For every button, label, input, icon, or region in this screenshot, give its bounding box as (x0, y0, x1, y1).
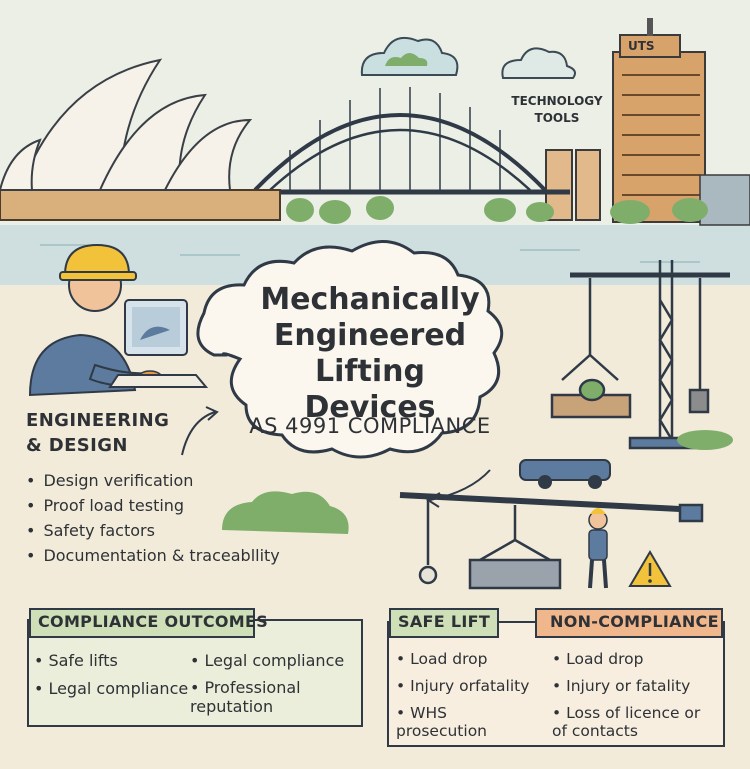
outcomes-right-list: Legal compliance Professional reputation (190, 650, 358, 716)
warning-icon (628, 550, 672, 587)
technology-tools-label: TECHNOLOGY TOOLS (502, 93, 612, 127)
page-title: Mechanically Engineered Lifting Devices (218, 282, 522, 426)
non-compliance-heading: NON-COMPLIANCE (550, 612, 719, 631)
list-item: Safe lifts (34, 650, 188, 672)
non-compliance-list: Load drop Injury or fatality Loss of lic… (552, 650, 720, 749)
truck-icon (519, 459, 611, 489)
crane-icon (550, 260, 730, 450)
list-item: Legal compliance (190, 650, 358, 672)
engineering-heading-line1: ENGINEERING (26, 410, 170, 431)
safe-lift-list: Load drop Injury orfatality WHS prosecut… (396, 650, 540, 749)
list-item: WHS prosecution (396, 704, 540, 740)
list-item: Loss of licence or of contacts (552, 704, 720, 740)
uts-tower (612, 18, 706, 223)
computer-icon (108, 299, 209, 388)
tower-sign: UTS (628, 39, 655, 53)
list-item: Legal compliance (34, 678, 188, 700)
engineering-heading-line2: & DESIGN (26, 435, 128, 456)
cloud-icon (501, 47, 576, 79)
page-subtitle: AS 4991 COMPLIANCE (249, 414, 491, 438)
safe-lift-heading: SAFE LIFT (398, 612, 491, 631)
opera-house-icon (0, 58, 281, 221)
title-line3: Devices (304, 390, 436, 425)
outcomes-left-list: Safe lifts Legal compliance (34, 650, 188, 700)
list-item: Safety factors (26, 518, 280, 543)
bridge-icon (230, 87, 570, 195)
cloud-icon (360, 37, 459, 76)
tech-line1: TECHNOLOGY (511, 94, 603, 108)
list-item: Load drop (552, 650, 720, 668)
engineering-list: Design verification Proof load testing S… (26, 468, 280, 568)
list-item: Injury orfatality (396, 677, 540, 695)
compliance-outcomes-heading: COMPLIANCE OUTCOMES (38, 612, 269, 631)
list-item: Load drop (396, 650, 540, 668)
list-item: Injury or fatality (552, 677, 720, 695)
title-line1: Mechanically (260, 282, 480, 317)
tech-line2: TOOLS (534, 111, 580, 125)
worker-icon (588, 508, 608, 589)
list-item: Documentation & traceabllity (26, 543, 279, 568)
list-item: Design verification (26, 468, 280, 493)
list-item: Proof load testing (26, 493, 280, 518)
title-line2: Engineered Lifting (273, 318, 467, 389)
engineering-heading: ENGINEERING & DESIGN (26, 408, 169, 458)
list-item: Professional reputation (190, 678, 358, 716)
